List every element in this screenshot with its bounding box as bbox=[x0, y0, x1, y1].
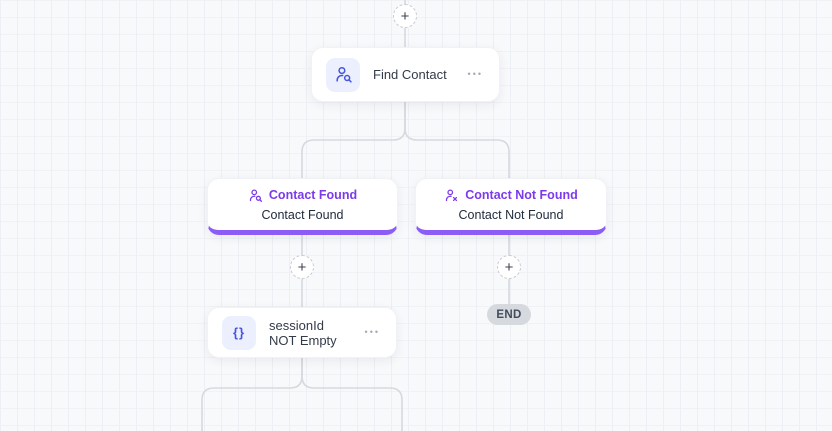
node-find-contact[interactable]: Find Contact ••• bbox=[311, 47, 500, 102]
node-branch-contact-found[interactable]: Contact Found Contact Found bbox=[207, 178, 398, 235]
user-search-icon bbox=[248, 188, 263, 203]
add-step-button-found[interactable]: + bbox=[290, 255, 314, 279]
node-title: sessionId NOT Empty bbox=[269, 317, 337, 348]
node-branch-contact-not-found[interactable]: Contact Not Found Contact Not Found bbox=[415, 178, 607, 235]
node-title: Find Contact bbox=[373, 67, 447, 82]
connector-branch-left bbox=[301, 100, 406, 180]
branch-header-label: Contact Not Found bbox=[465, 188, 578, 202]
connector-branch-right bbox=[404, 100, 510, 180]
branch-header-label: Contact Found bbox=[268, 188, 358, 202]
branch-header: Contact Not Found bbox=[444, 188, 578, 203]
ellipsis-menu-icon[interactable]: ••• bbox=[364, 327, 380, 337]
branch-header: Contact Found bbox=[248, 188, 357, 203]
ellipsis-menu-icon[interactable]: ••• bbox=[467, 69, 483, 79]
user-x-icon bbox=[444, 188, 459, 203]
branch-subtitle: Contact Not Found bbox=[458, 207, 564, 222]
branch-subtitle: Contact Found bbox=[261, 207, 344, 222]
user-search-icon bbox=[326, 57, 360, 92]
add-step-button-top[interactable]: + bbox=[393, 4, 417, 28]
end-badge: END bbox=[487, 304, 531, 325]
braces-glyph: {} bbox=[232, 325, 246, 340]
add-step-button-not-found[interactable]: + bbox=[497, 255, 521, 279]
node-session-condition[interactable]: {} sessionId NOT Empty ••• bbox=[207, 307, 397, 358]
connector-bottom-left bbox=[201, 356, 303, 431]
braces-icon: {} bbox=[222, 315, 256, 350]
connector-bottom-right bbox=[301, 356, 403, 431]
